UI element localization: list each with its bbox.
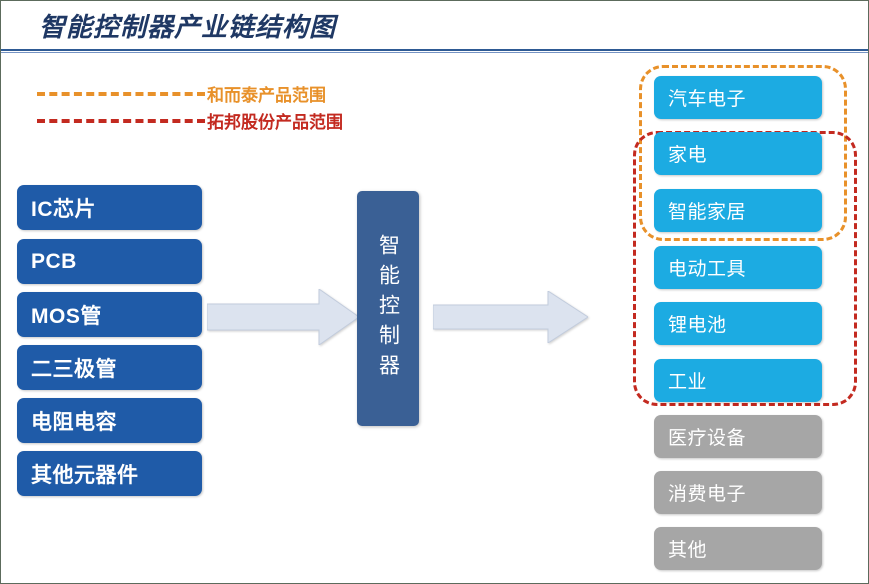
downstream-item-other[interactable]: 其他 bbox=[654, 527, 822, 570]
legend-dashed-line-red-icon bbox=[37, 118, 205, 123]
upstream-item-resistor-capacitor[interactable]: 电阻电容 bbox=[17, 398, 202, 443]
midstream-to-downstream-arrow bbox=[433, 291, 588, 343]
downstream-item-power-tools[interactable]: 电动工具 bbox=[654, 246, 822, 289]
midstream-smart-controller-box[interactable]: 智能控制器 bbox=[357, 191, 419, 426]
upstream-item-mos-tube[interactable]: MOS管 bbox=[17, 292, 202, 337]
title-divider bbox=[1, 49, 868, 53]
page-title: 智能控制器产业链结构图 bbox=[39, 13, 337, 42]
legend-label-tobo: 拓邦股份产品范围 bbox=[207, 113, 343, 132]
upstream-item-pcb[interactable]: PCB bbox=[17, 239, 202, 284]
downstream-item-lithium-battery[interactable]: 锂电池 bbox=[654, 302, 822, 345]
upstream-item-diode-triode[interactable]: 二三极管 bbox=[17, 345, 202, 390]
legend-label-hert: 和而泰产品范围 bbox=[207, 86, 326, 105]
upstream-item-other-components[interactable]: 其他元器件 bbox=[17, 451, 202, 496]
upstream-to-midstream-arrow bbox=[207, 289, 359, 345]
legend-item-hert: 和而泰产品范围 bbox=[37, 81, 326, 106]
legend-item-tobo: 拓邦股份产品范围 bbox=[37, 108, 343, 133]
midstream-label: 智能控制器 bbox=[376, 233, 400, 384]
upstream-item-ic-chip[interactable]: IC芯片 bbox=[17, 185, 202, 230]
downstream-item-automotive-electronics[interactable]: 汽车电子 bbox=[654, 76, 822, 119]
downstream-item-home-appliances[interactable]: 家电 bbox=[654, 132, 822, 175]
legend-dashed-line-orange-icon bbox=[37, 91, 205, 96]
downstream-item-smart-home[interactable]: 智能家居 bbox=[654, 189, 822, 232]
downstream-item-consumer-electronics[interactable]: 消费电子 bbox=[654, 471, 822, 514]
downstream-item-medical-equipment[interactable]: 医疗设备 bbox=[654, 415, 822, 458]
downstream-item-industrial[interactable]: 工业 bbox=[654, 359, 822, 402]
